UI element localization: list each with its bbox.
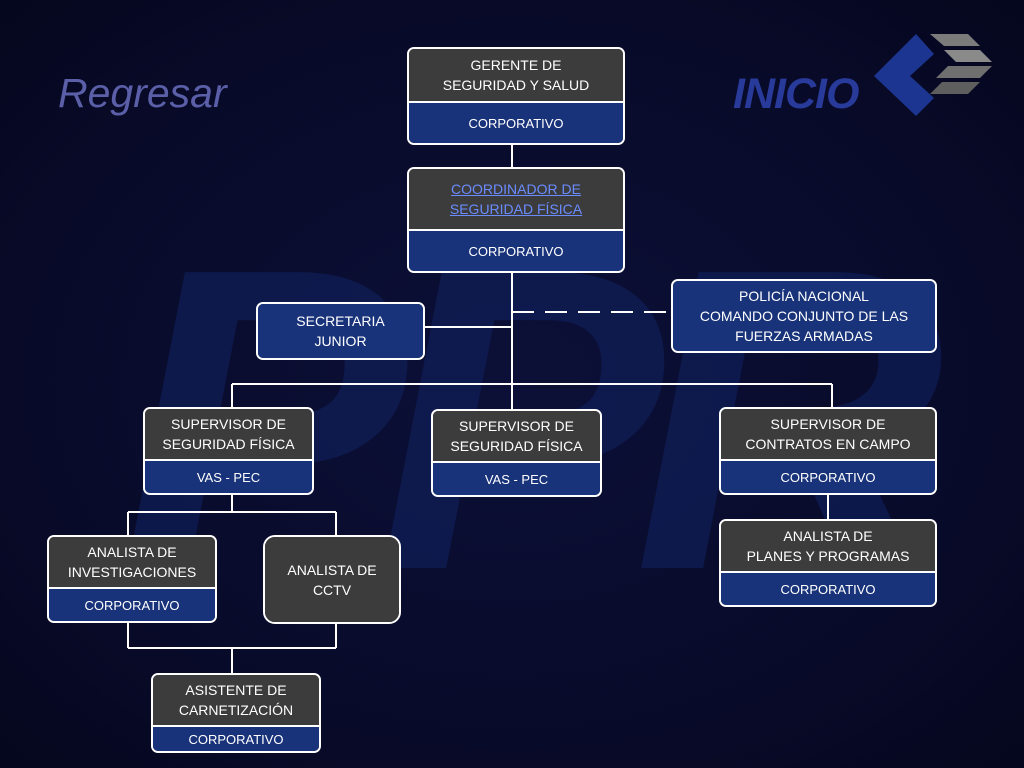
box-unit: CORPORATIVO	[153, 725, 319, 751]
box-title: ANALISTA DE CCTV	[265, 537, 399, 622]
box-policia: POLICÍA NACIONAL COMANDO CONJUNTO DE LAS…	[671, 279, 937, 353]
box-unit: CORPORATIVO	[721, 459, 935, 493]
box-secretaria: SECRETARIA JUNIOR	[256, 302, 425, 360]
box-coordinador: COORDINADOR DE SEGURIDAD FÍSICA CORPORAT…	[407, 167, 625, 273]
box-unit: CORPORATIVO	[409, 101, 623, 143]
box-unit: CORPORATIVO	[721, 571, 935, 605]
box-title: SUPERVISOR DE CONTRATOS EN CAMPO	[721, 409, 935, 459]
box-analista-planes: ANALISTA DE PLANES Y PROGRAMAS CORPORATI…	[719, 519, 937, 607]
box-title: POLICÍA NACIONAL COMANDO CONJUNTO DE LAS…	[673, 281, 935, 351]
box-unit: CORPORATIVO	[409, 229, 623, 271]
box-supervisor-left: SUPERVISOR DE SEGURIDAD FÍSICA VAS - PEC	[143, 407, 314, 495]
box-unit: CORPORATIVO	[49, 587, 215, 621]
box-title: SUPERVISOR DE SEGURIDAD FÍSICA	[145, 409, 312, 459]
box-supervisor-mid: SUPERVISOR DE SEGURIDAD FÍSICA VAS - PEC	[431, 409, 602, 497]
box-title: ANALISTA DE PLANES Y PROGRAMAS	[721, 521, 935, 571]
box-title: SECRETARIA JUNIOR	[258, 304, 423, 358]
box-analista-investigaciones: ANALISTA DE INVESTIGACIONES CORPORATIVO	[47, 535, 217, 623]
box-title: COORDINADOR DE SEGURIDAD FÍSICA	[409, 169, 623, 229]
box-title: GERENTE DE SEGURIDAD Y SALUD	[409, 49, 623, 101]
box-title: SUPERVISOR DE SEGURIDAD FÍSICA	[433, 411, 600, 461]
back-link[interactable]: Regresar	[58, 70, 227, 116]
box-title: ASISTENTE DE CARNETIZACIÓN	[153, 675, 319, 725]
coordinador-link[interactable]: COORDINADOR DE SEGURIDAD FÍSICA	[449, 181, 583, 217]
box-title: ANALISTA DE INVESTIGACIONES	[49, 537, 215, 587]
home-link[interactable]: INICIO	[733, 70, 859, 118]
box-supervisor-contratos: SUPERVISOR DE CONTRATOS EN CAMPO CORPORA…	[719, 407, 937, 495]
box-asistente: ASISTENTE DE CARNETIZACIÓN CORPORATIVO	[151, 673, 321, 753]
box-unit: VAS - PEC	[433, 461, 600, 495]
box-analista-cctv: ANALISTA DE CCTV	[263, 535, 401, 624]
company-logo-icon[interactable]	[868, 32, 994, 116]
box-unit: VAS - PEC	[145, 459, 312, 493]
box-gerente: GERENTE DE SEGURIDAD Y SALUD CORPORATIVO	[407, 47, 625, 145]
